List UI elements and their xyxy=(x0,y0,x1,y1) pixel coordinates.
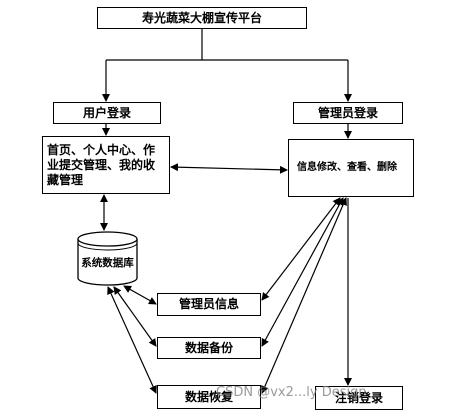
arrow-db-admininfo xyxy=(123,285,157,305)
platform-title-box: 寿光蔬菜大棚宣传平台 xyxy=(97,7,307,29)
logout-label: 注销登录 xyxy=(334,390,383,405)
arrow-db-backup xyxy=(113,286,157,347)
admin-info-label: 管理员信息 xyxy=(178,297,239,311)
arrow-modify-backup xyxy=(261,197,344,347)
database-label: 系统数据库 xyxy=(81,256,134,269)
data-backup-label: 数据备份 xyxy=(184,340,233,355)
admin-functions-box: 信息修改、查看、删除 xyxy=(288,139,414,197)
admin-login-box: 管理员登录 xyxy=(293,102,403,124)
data-backup-box: 数据备份 xyxy=(157,337,261,359)
arrow-modify-restore xyxy=(261,197,347,394)
arrow-home-modify xyxy=(170,163,288,174)
arrow-db-restore xyxy=(107,286,157,394)
user-login-label: 用户登录 xyxy=(82,105,131,120)
admin-info-box: 管理员信息 xyxy=(157,293,261,316)
data-restore-label: 数据恢复 xyxy=(184,389,233,404)
admin-functions-label: 信息修改、查看、删除 xyxy=(297,161,397,173)
user-functions-box: 首页、个人中心、作业提交管理、我的收藏管理 xyxy=(42,136,170,194)
user-functions-label: 首页、个人中心、作业提交管理、我的收藏管理 xyxy=(47,142,156,187)
logout-box: 注销登录 xyxy=(315,386,403,410)
platform-title: 寿光蔬菜大棚宣传平台 xyxy=(141,10,262,25)
database-icon xyxy=(77,231,138,286)
admin-login-label: 管理员登录 xyxy=(317,105,378,120)
user-login-box: 用户登录 xyxy=(53,102,161,124)
data-restore-box: 数据恢复 xyxy=(157,385,261,409)
arrow-modify-admininfo xyxy=(261,197,341,301)
